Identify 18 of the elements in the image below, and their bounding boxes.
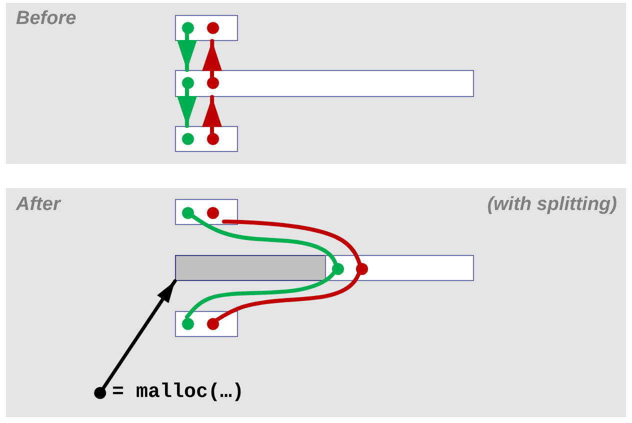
allocated-block <box>175 255 326 281</box>
memory-block <box>175 311 238 337</box>
pointer-dot <box>207 22 219 34</box>
panel-heading: After <box>16 194 60 216</box>
memory-block <box>175 70 474 97</box>
memory-block <box>175 126 238 152</box>
pointer-dot <box>182 318 194 330</box>
memory-block <box>175 15 238 41</box>
diagram-panel <box>6 3 626 164</box>
memory-block <box>175 199 238 225</box>
diagram-panel <box>6 188 626 417</box>
pointer-dot <box>207 207 219 219</box>
memory-block <box>325 255 474 281</box>
arrow <box>94 279 177 399</box>
pointer-dot <box>182 133 194 145</box>
panel-heading: (with splitting) <box>487 194 617 216</box>
code-text: = malloc(…) <box>112 380 282 406</box>
panel-heading: Before <box>16 8 76 30</box>
